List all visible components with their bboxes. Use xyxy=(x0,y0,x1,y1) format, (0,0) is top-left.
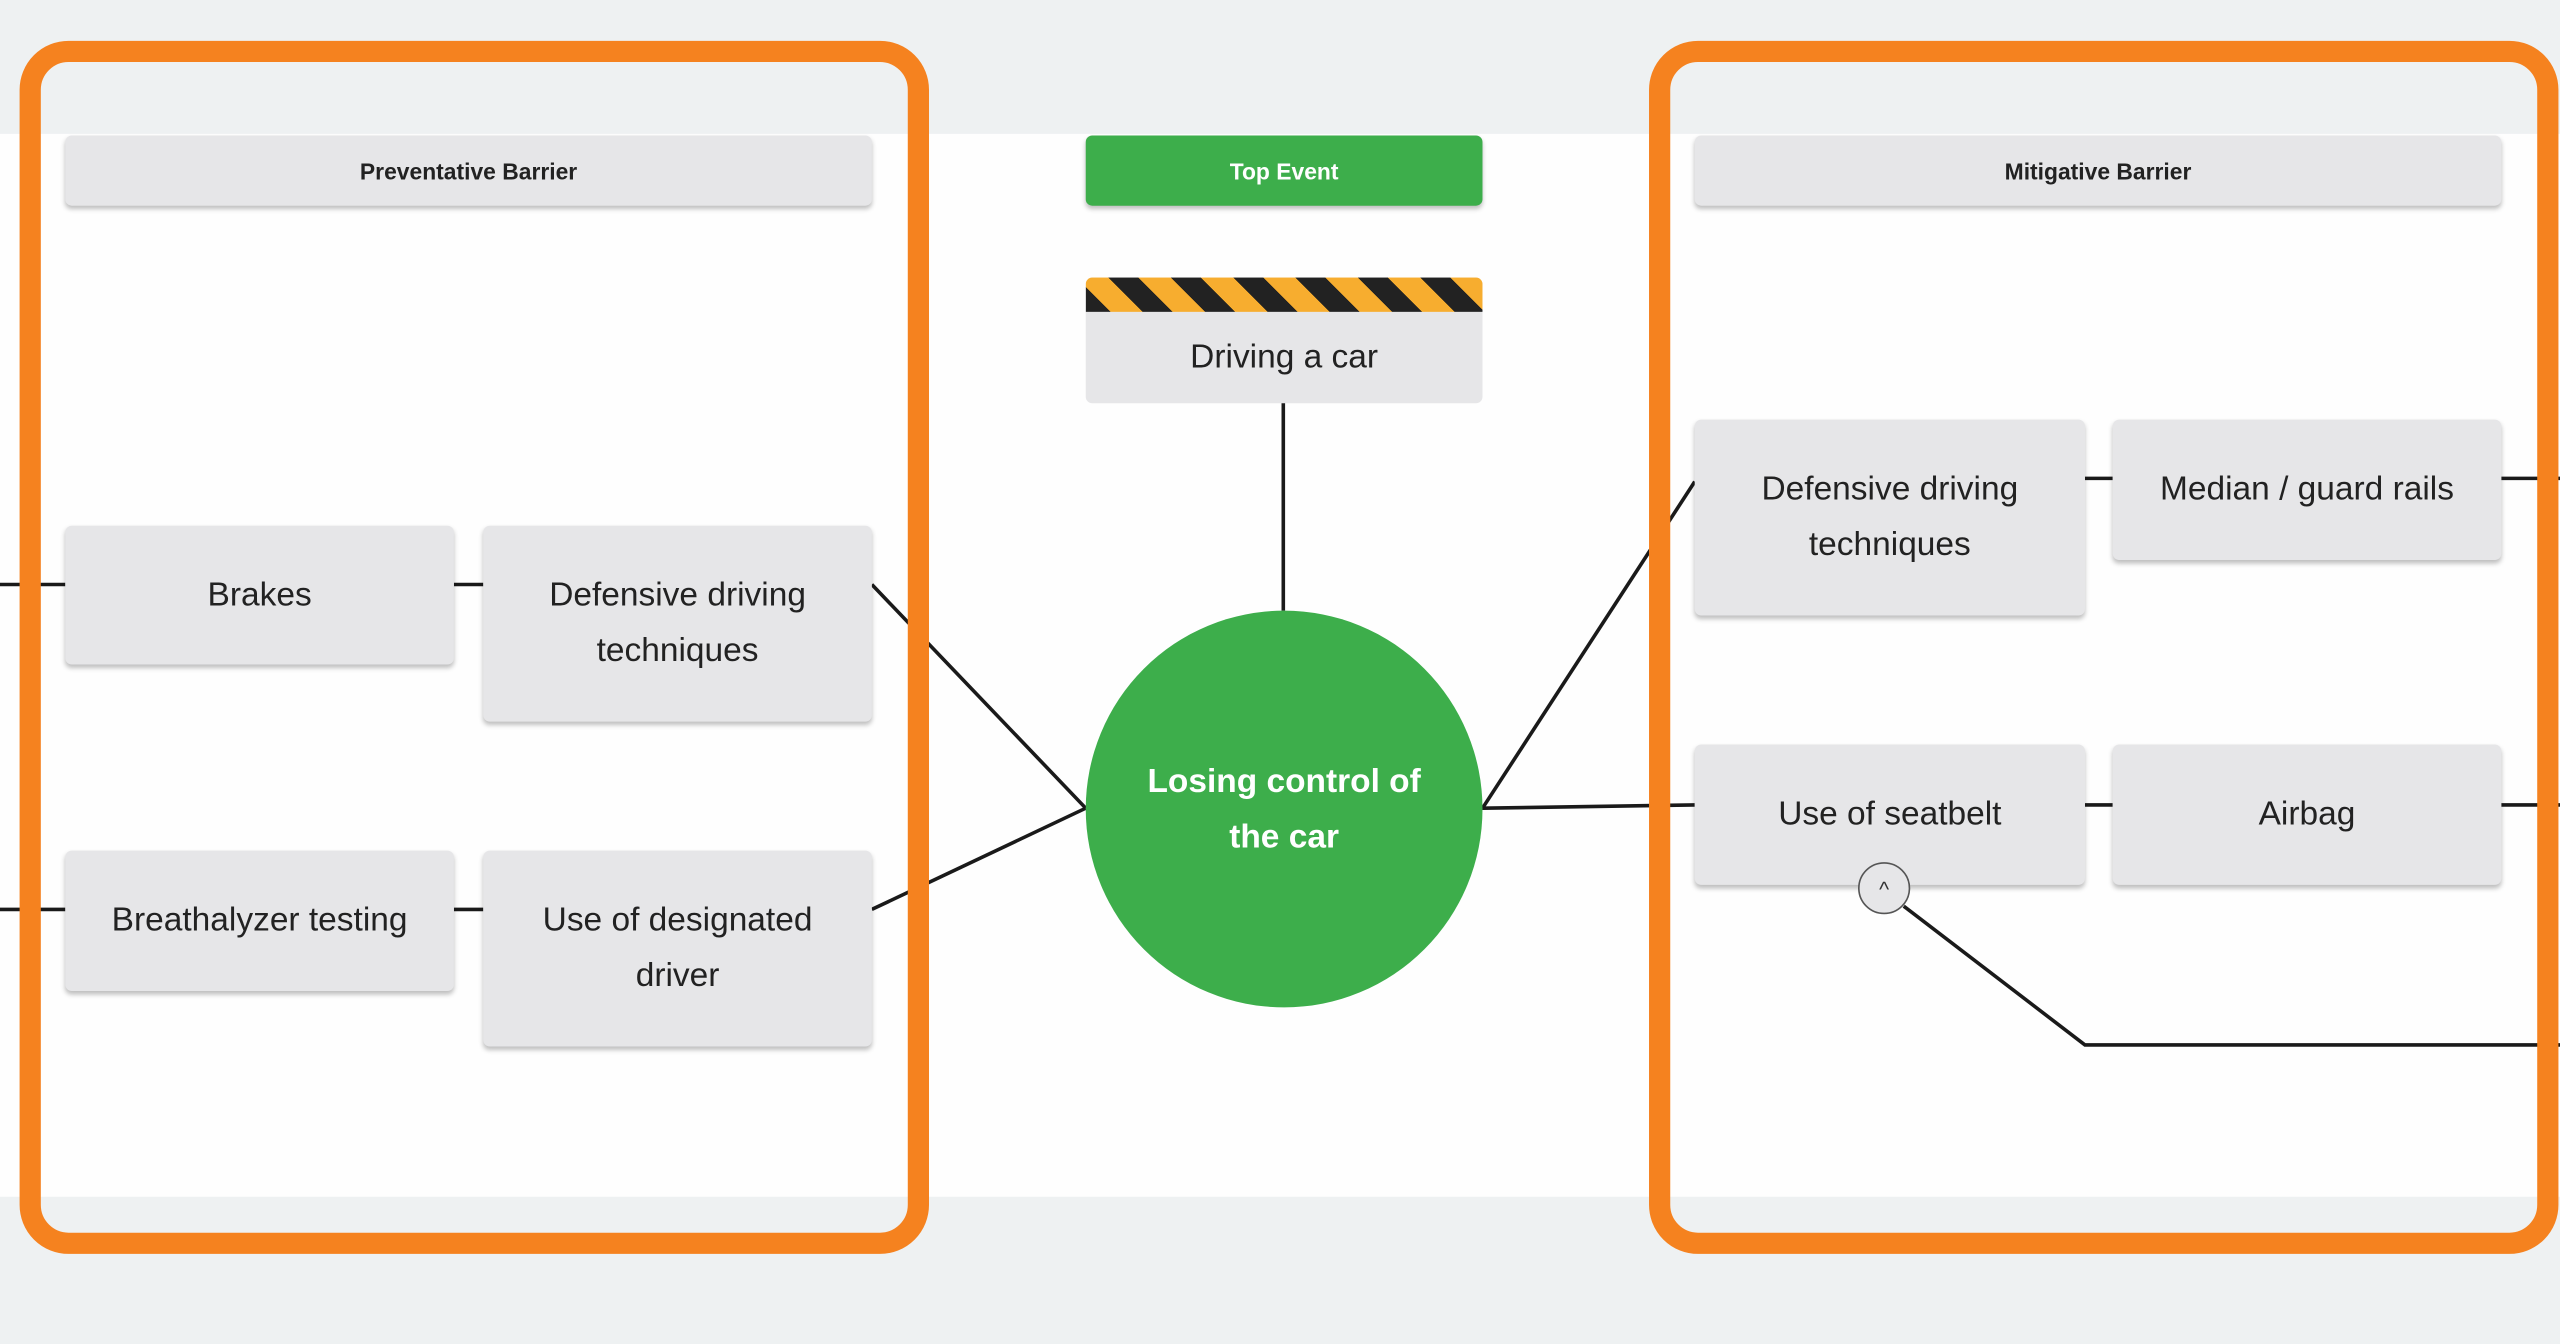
connector xyxy=(871,806,1087,912)
barrier-label: Defensive driving techniques xyxy=(1761,470,2019,564)
top-event-label: Losing control of the car xyxy=(1147,761,1421,855)
barrier-designated-driver[interactable]: Use of designated driver xyxy=(483,850,872,1047)
top-event-header: Top Event xyxy=(1085,135,1483,206)
connector xyxy=(870,583,1088,810)
mitigative-highlight xyxy=(1649,40,2559,1254)
barrier-breathalyzer[interactable]: Breathalyzer testing xyxy=(65,850,454,992)
barrier-label: Median / guard rails xyxy=(2160,470,2454,508)
barrier-label: Brakes xyxy=(207,575,312,614)
barrier-seatbelt[interactable]: Use of seatbelt xyxy=(1694,744,2085,885)
barrier-brakes[interactable]: Brakes xyxy=(65,525,454,665)
connector xyxy=(1902,904,2560,1047)
barrier-airbag[interactable]: Airbag xyxy=(2112,744,2502,885)
barrier-label: Defensive driving techniques xyxy=(549,576,806,670)
hazard-label: Driving a car xyxy=(1190,337,1379,376)
hazard-stripes xyxy=(1085,277,1483,312)
barrier-label: Airbag xyxy=(2258,795,2356,833)
barrier-defensive-driving[interactable]: Defensive driving techniques xyxy=(483,525,872,722)
top-event-node[interactable]: Losing control of the car xyxy=(1085,610,1483,1008)
preventative-highlight xyxy=(19,40,930,1254)
barrier-label: Breathalyzer testing xyxy=(111,901,408,939)
hazard-node[interactable]: Driving a car xyxy=(1085,277,1483,404)
barrier-defensive-driving-mitigative[interactable]: Defensive driving techniques xyxy=(1694,419,2085,616)
mitigative-barrier-header: Mitigative Barrier xyxy=(1694,135,2502,206)
barrier-label: Use of designated driver xyxy=(542,901,813,995)
collapse-toggle-chevron-up-icon[interactable]: ^ xyxy=(1858,862,1911,915)
barrier-label: Use of seatbelt xyxy=(1778,795,2002,833)
preventative-barrier-header: Preventative Barrier xyxy=(65,135,872,206)
barrier-guard-rails[interactable]: Median / guard rails xyxy=(2112,419,2502,561)
